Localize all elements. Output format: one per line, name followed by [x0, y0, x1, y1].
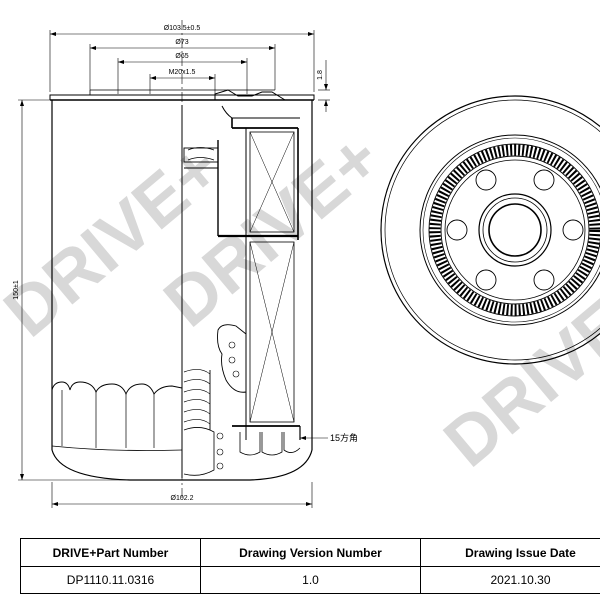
- dim-base-diameter: Ø102.2: [171, 495, 194, 502]
- cell-part-number: DP1110.11.0316: [20, 566, 201, 594]
- drawing-info-table: DRIVE+Part Number Drawing Version Number…: [20, 538, 600, 594]
- table-row: DP1110.11.0316 1.0 2021.10.30: [20, 566, 600, 594]
- top-view: [380, 95, 600, 365]
- dim-seal-outer: Ø73: [175, 39, 188, 46]
- technical-drawing: DRIVE+ DRIVE+ DRIVE+: [0, 20, 600, 508]
- dim-thread: M20x1.5: [169, 69, 196, 76]
- cell-issue-date: 2021.10.30: [420, 566, 600, 594]
- dim-wrench-flats: 15方角: [330, 432, 358, 443]
- dimension-lines: [18, 30, 330, 508]
- dim-lip: 1.8: [317, 70, 324, 80]
- dimension-arrows: [20, 32, 328, 506]
- dimension-labels: Ø103.5±0.5 Ø73 Ø65 M20x1.5 150±1 1.8 Ø10…: [13, 25, 358, 502]
- header-version-number: Drawing Version Number: [200, 538, 421, 567]
- table-header-row: DRIVE+Part Number Drawing Version Number…: [20, 538, 600, 567]
- dim-outer-diameter: Ø103.5±0.5: [164, 25, 201, 32]
- dim-height: 150±1: [13, 280, 20, 300]
- header-issue-date: Drawing Issue Date: [420, 538, 600, 567]
- header-part-number: DRIVE+Part Number: [20, 538, 201, 567]
- dim-seal-inner: Ø65: [175, 53, 188, 60]
- side-view: [49, 20, 315, 500]
- cell-version-number: 1.0: [200, 566, 421, 594]
